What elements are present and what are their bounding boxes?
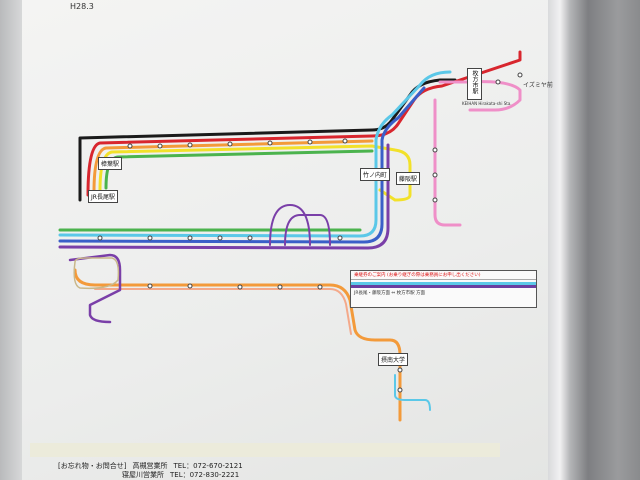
route-line-orange-south bbox=[73, 268, 402, 422]
tel-neyagawa: TEL：072-830-2221 bbox=[170, 471, 240, 479]
office-takatsuki: 高槻営業所 bbox=[132, 462, 168, 470]
station-fujisaka: 藤阪駅 bbox=[396, 172, 421, 185]
transfer-notice: 乗継券のご案内 (お乗り継ぎの際は乗務員にお申し出ください) JR長尾・藤阪方面… bbox=[350, 270, 537, 308]
route-line-orange bbox=[92, 139, 374, 194]
notice-route: JR長尾・藤阪方面 ⇔ 枚方市駅 方面 bbox=[354, 291, 426, 296]
revision-date: H28.3 bbox=[70, 2, 94, 11]
route-line-green-upper bbox=[104, 149, 374, 190]
notice-title: 乗継券のご案内 bbox=[354, 273, 386, 278]
route-line-lightblue-south bbox=[394, 374, 431, 411]
display-frame-left bbox=[0, 0, 22, 480]
route-line-purple-loop bbox=[269, 204, 331, 246]
office-neyagawa: 寝屋川営業所 bbox=[122, 471, 164, 479]
route-line-purple-south bbox=[68, 253, 122, 324]
stop-markers bbox=[97, 72, 523, 393]
route-line-lightblue bbox=[58, 70, 452, 238]
tape-strip bbox=[30, 443, 500, 457]
station-izumiya: イズミヤ前 bbox=[523, 82, 553, 89]
route-line-pink bbox=[433, 80, 522, 227]
contact-heading: [お忘れ物・お問合せ] bbox=[58, 462, 127, 470]
station-hirakatashi-en: KEIHAN Hirakata-shi Sta. bbox=[462, 101, 512, 106]
route-line-red bbox=[86, 50, 522, 197]
notice-note: (お乗り継ぎの際は乗務員にお申し出ください) bbox=[386, 273, 481, 278]
contact-info: [お忘れ物・お問合せ] 高槻営業所 TEL：072-670-2121 寝屋川営業所 T… bbox=[58, 462, 249, 480]
tel-takatsuki: TEL：072-670-2121 bbox=[173, 462, 243, 470]
route-line-salmon-south bbox=[94, 288, 352, 335]
station-kuzuha: 樟葉駅 bbox=[98, 157, 123, 170]
station-setsunan: 摂南大学 bbox=[378, 353, 409, 366]
notice-color-bars bbox=[351, 282, 536, 288]
route-line-khaki-loop bbox=[73, 257, 120, 290]
station-nagao: JR長尾駅 bbox=[88, 190, 118, 203]
station-takenouchi: 竹ノ内町 bbox=[360, 168, 391, 181]
station-hirakatashi: 枚方市駅 bbox=[467, 68, 482, 100]
route-line-purple bbox=[58, 143, 390, 250]
route-line-blue bbox=[58, 86, 426, 244]
display-frame-right bbox=[548, 0, 640, 480]
route-line-black bbox=[78, 78, 457, 202]
